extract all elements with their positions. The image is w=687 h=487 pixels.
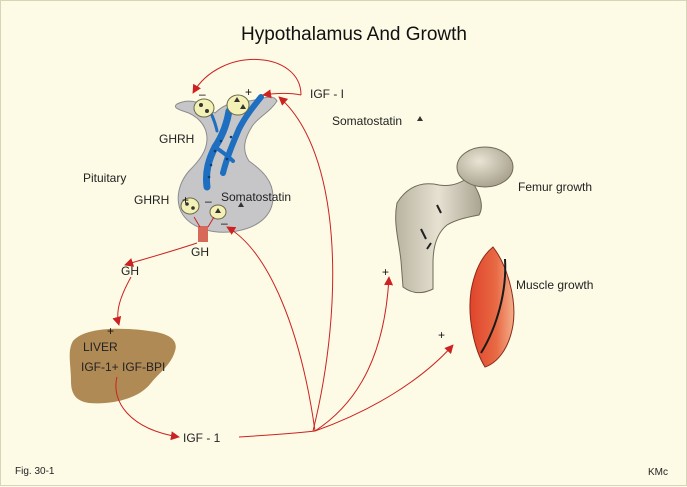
label-liver: LIVER bbox=[83, 340, 118, 354]
sign-plus-muscle: + bbox=[438, 328, 445, 342]
arrow-igf-line bbox=[238, 430, 316, 438]
arrow-igf-to-pituitary bbox=[278, 96, 334, 432]
arrow-gh-left bbox=[124, 242, 198, 267]
neuron-cells bbox=[180, 94, 250, 220]
label-pituitary: Pituitary bbox=[83, 171, 126, 185]
label-igf-top: IGF - I bbox=[310, 87, 344, 101]
arrow-top-short bbox=[262, 89, 302, 99]
cell-granules bbox=[185, 97, 246, 213]
arrow-to-muscle bbox=[314, 344, 454, 432]
figure-number: Fig. 30-1 bbox=[15, 466, 55, 477]
gh-release-marks bbox=[193, 216, 215, 228]
gh-release-block bbox=[198, 226, 208, 242]
liver-shape bbox=[69, 328, 176, 404]
arrow-gh-to-liver bbox=[112, 276, 132, 326]
label-liver-product: IGF-1+ IGF-BPI bbox=[81, 360, 165, 374]
neuron-dots bbox=[207, 135, 233, 179]
sign-minus-top: – bbox=[199, 87, 206, 101]
sign-plus-liver: + bbox=[107, 324, 114, 338]
label-somatostatin-mid: Somatostatin bbox=[221, 190, 291, 204]
label-muscle-growth: Muscle growth bbox=[516, 278, 593, 292]
label-igf-bottom: IGF - 1 bbox=[183, 431, 221, 445]
sign-minus-lower: – bbox=[205, 194, 212, 208]
label-ghrh-upper: GHRH bbox=[159, 132, 194, 146]
diagram-title: Hypothalamus And Growth bbox=[241, 24, 467, 45]
arrow-to-femur bbox=[314, 276, 394, 432]
arrow-igf-mid bbox=[226, 226, 316, 432]
arrow-paths bbox=[112, 59, 454, 441]
arrow-liver-to-igf bbox=[115, 376, 180, 441]
label-ghrh-lower: GHRH bbox=[134, 193, 169, 207]
label-femur-growth: Femur growth bbox=[518, 180, 592, 194]
label-gh-left: GH bbox=[121, 264, 139, 278]
sign-plus-top: + bbox=[245, 85, 252, 99]
sign-plus-lower: + bbox=[182, 193, 189, 207]
label-somatostatin-top: Somatostatin bbox=[332, 114, 402, 128]
author-initials: KMc bbox=[648, 467, 668, 478]
muscle-shape bbox=[469, 246, 515, 368]
sign-minus-bottom: – bbox=[221, 216, 228, 230]
sign-plus-bone: + bbox=[382, 265, 389, 279]
arrow-feedback-loop bbox=[192, 59, 302, 96]
femur-bone bbox=[395, 146, 514, 294]
label-gh-pituitary: GH bbox=[191, 245, 209, 259]
somatostatin-marker-icon bbox=[417, 116, 423, 121]
